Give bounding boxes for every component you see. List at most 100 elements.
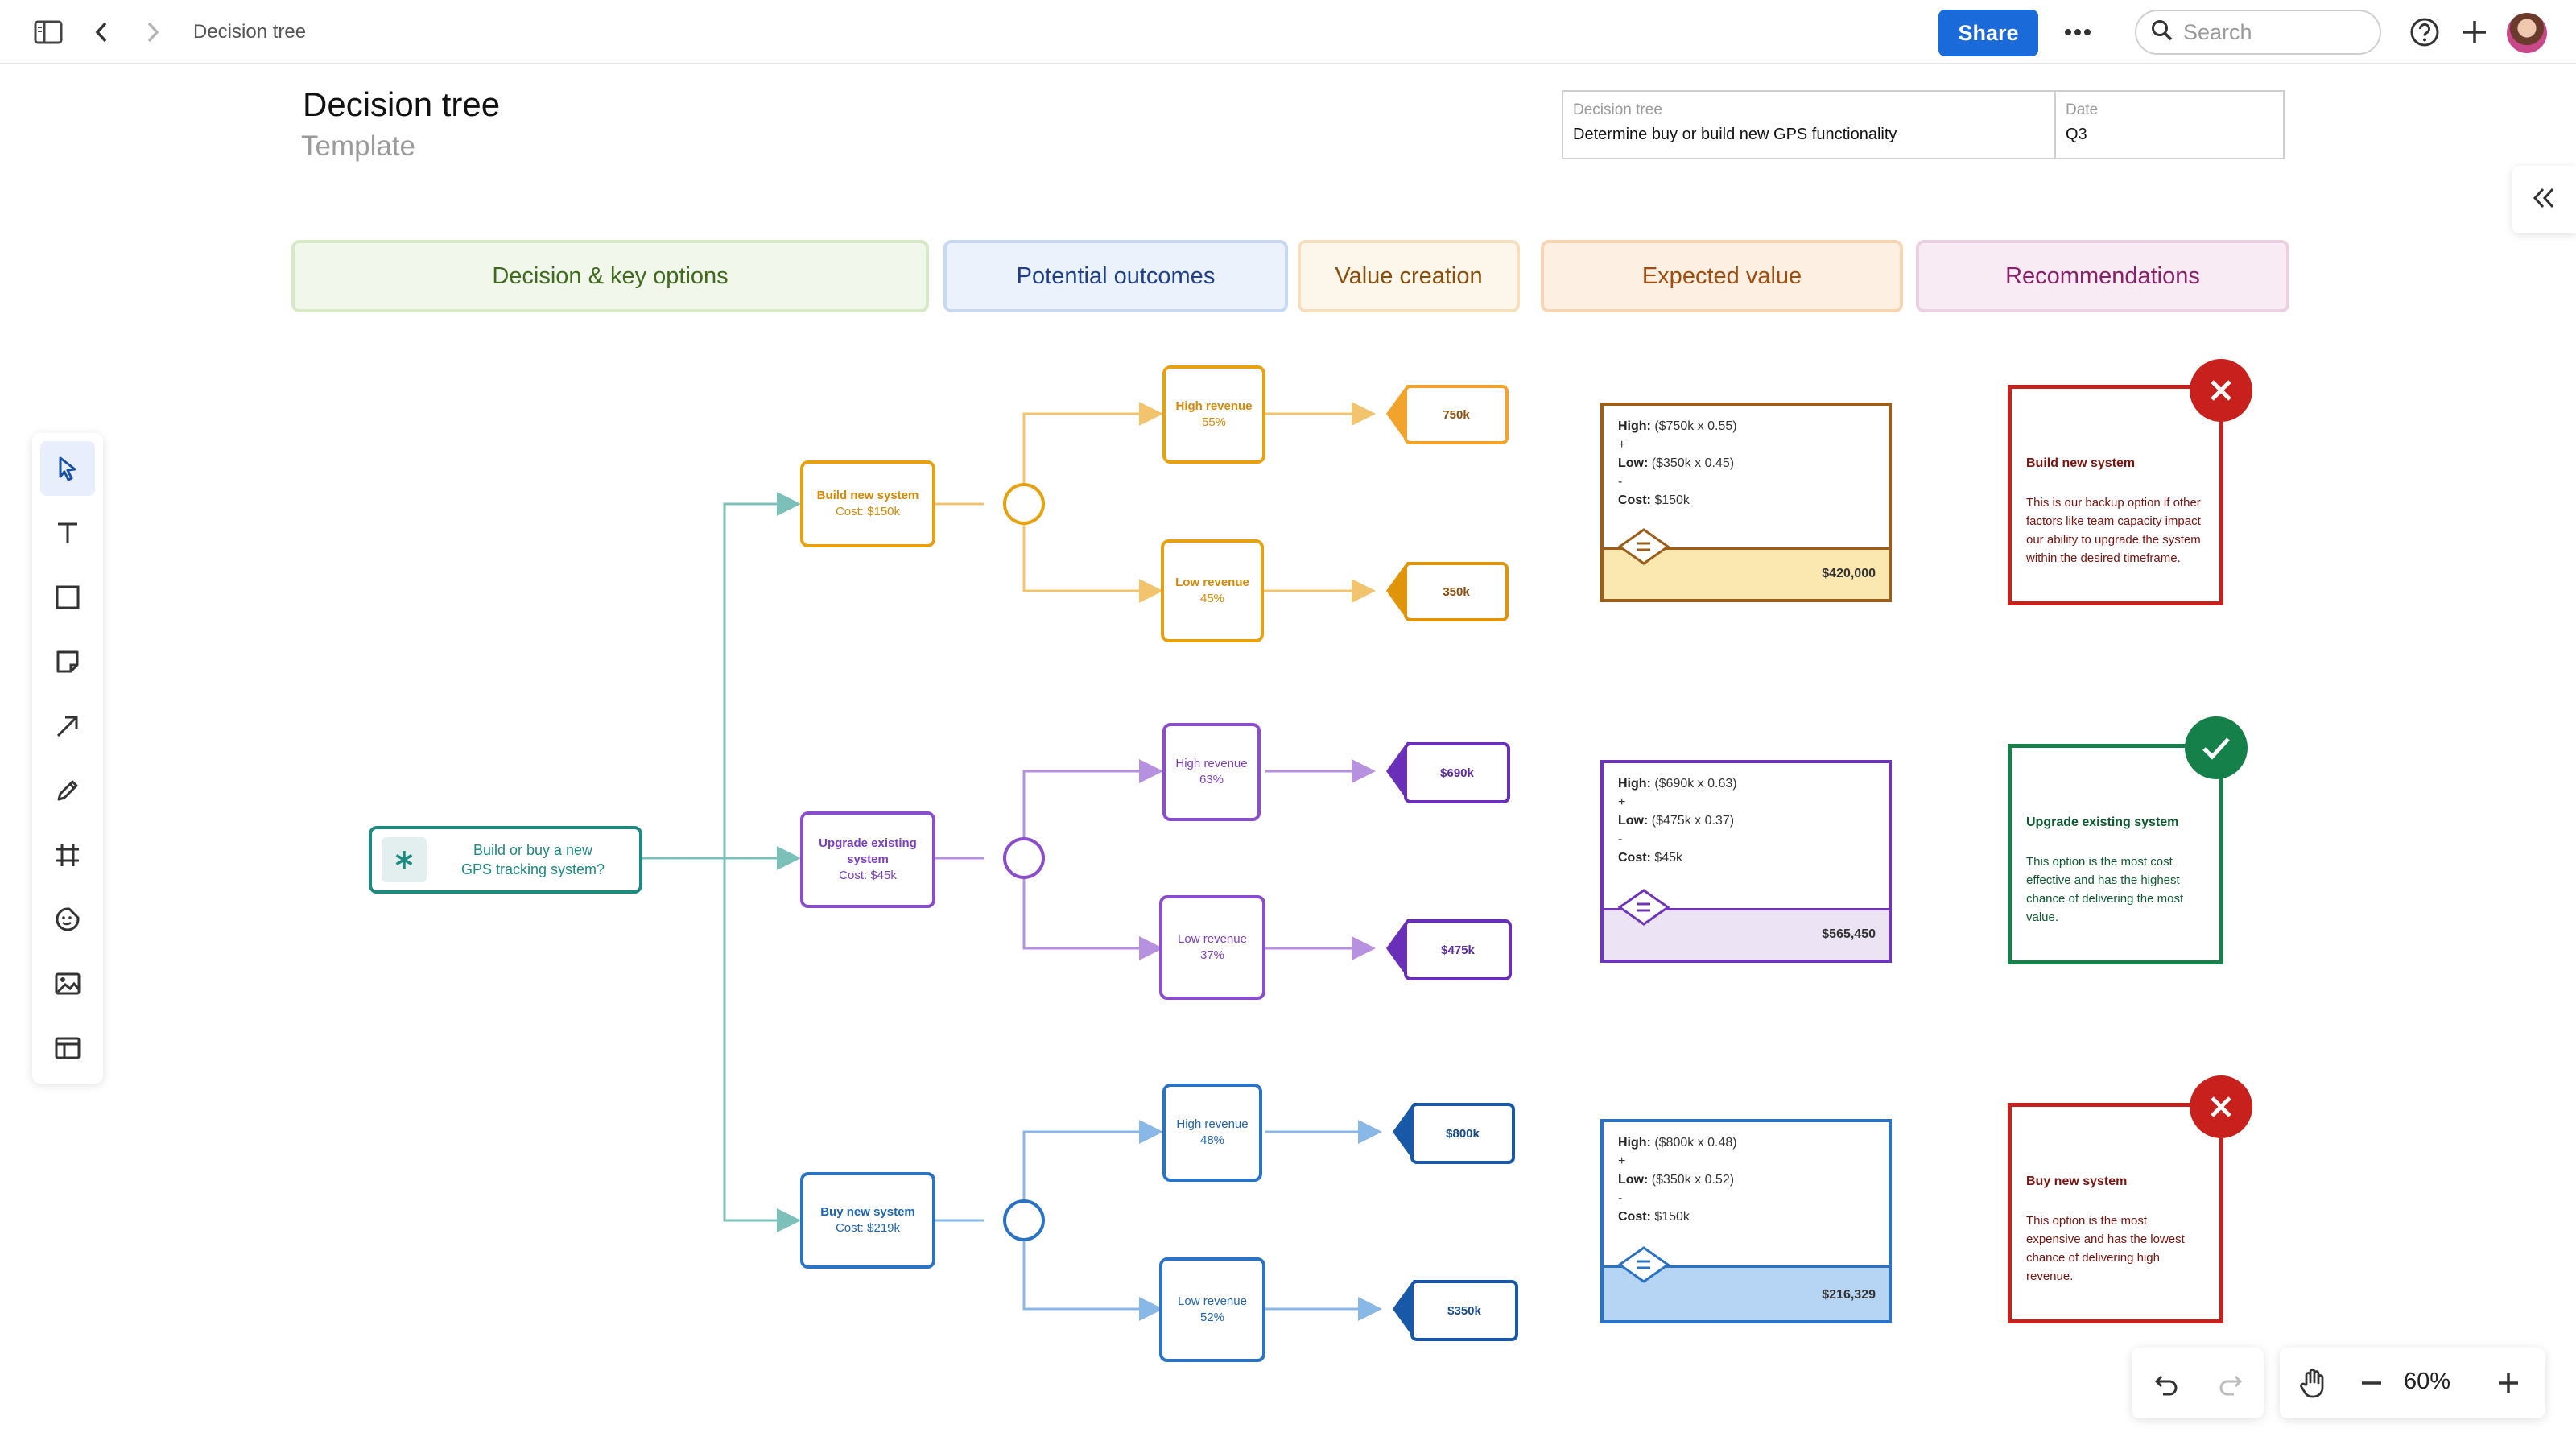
outcome-label: High revenue	[1175, 399, 1253, 413]
rejected-badge	[2190, 1075, 2252, 1138]
chance-node	[1003, 1199, 1045, 1241]
column-header-value-creation[interactable]: Value creation	[1298, 240, 1520, 312]
asterisk-icon	[382, 837, 427, 882]
option-name: Buy new system	[820, 1205, 915, 1219]
double-chevron-left-icon	[2531, 186, 2557, 214]
outcome-node-low[interactable]: Low revenue 52%	[1159, 1257, 1265, 1362]
hand-icon[interactable]	[2294, 1364, 2333, 1402]
search-icon	[2151, 19, 2174, 46]
outcome-pct: 52%	[1199, 1311, 1225, 1324]
x-icon	[2211, 1096, 2231, 1117]
option-node-buy[interactable]: Buy new system Cost: $219k	[800, 1172, 935, 1269]
avatar[interactable]	[2507, 13, 2547, 53]
add-icon[interactable]	[2457, 14, 2492, 50]
ev-minus: -	[1618, 832, 1623, 846]
outcome-node-low[interactable]: Low revenue 45%	[1161, 539, 1264, 642]
column-header-outcomes[interactable]: Potential outcomes	[943, 240, 1288, 312]
outcome-pct: 55%	[1201, 415, 1227, 429]
recommendation-card-build[interactable]: Build new system This is our backup opti…	[2008, 385, 2223, 605]
recommendation-body: This option is the most expensive and ha…	[2026, 1214, 2185, 1283]
shape-tool[interactable]	[40, 570, 95, 625]
outcome-pct: 45%	[1199, 592, 1225, 605]
root-connectors	[642, 492, 801, 1232]
redo-icon[interactable]	[2212, 1365, 2248, 1401]
outcome-pct: 63%	[1199, 773, 1224, 786]
search-input[interactable]	[2183, 19, 2360, 45]
expected-value-box-upgrade[interactable]: High: ($690k x 0.63) + Low: ($475k x 0.3…	[1600, 760, 1892, 963]
sidebar-toggle-icon[interactable]	[31, 16, 66, 48]
root-question-line1: Build or buy a new	[473, 842, 593, 858]
ev-plus: +	[1618, 1154, 1626, 1168]
undo-icon[interactable]	[2149, 1365, 2185, 1401]
column-header-decision[interactable]: Decision & key options	[291, 240, 929, 312]
outcome-label: Low revenue	[1178, 932, 1247, 946]
share-button[interactable]: Share	[1938, 10, 2038, 56]
image-tool[interactable]	[40, 956, 95, 1011]
info-card[interactable]: Decision tree Determine buy or build new…	[1562, 90, 2285, 159]
outcome-node-high[interactable]: High revenue 55%	[1162, 365, 1265, 464]
date-value: Q3	[2066, 126, 2087, 143]
sticker-tool[interactable]	[40, 892, 95, 947]
ev-high: High: ($690k x 0.63)	[1618, 777, 1737, 791]
value-tag[interactable]: $800k	[1410, 1103, 1515, 1164]
breadcrumb: Decision tree	[193, 21, 307, 43]
recommended-badge	[2185, 716, 2248, 779]
ev-high: High: ($750k x 0.55)	[1618, 419, 1737, 433]
image-icon	[55, 972, 80, 995]
value-tag[interactable]: $350k	[1410, 1280, 1518, 1341]
option-node-build[interactable]: Build new system Cost: $150k	[800, 460, 935, 547]
outcome-label: High revenue	[1175, 757, 1248, 770]
help-icon[interactable]	[2407, 14, 2442, 50]
check-icon	[2202, 737, 2230, 760]
pen-tool[interactable]	[40, 763, 95, 818]
recommendation-title: Upgrade existing system	[2026, 815, 2179, 829]
top-bar: Decision tree Share	[0, 0, 2576, 64]
select-tool[interactable]	[40, 441, 95, 496]
value-tag[interactable]: $690k	[1404, 742, 1510, 803]
frame-icon	[56, 844, 79, 866]
sticker-icon	[56, 907, 80, 931]
outcome-node-high[interactable]: High revenue 63%	[1162, 723, 1261, 821]
ev-high: High: ($800k x 0.48)	[1618, 1136, 1737, 1150]
root-decision-node[interactable]: Build or buy a new GPS tracking system?	[369, 826, 642, 894]
frame-tool[interactable]	[40, 828, 95, 882]
column-header-recommendations[interactable]: Recommendations	[1916, 240, 2289, 312]
zoom-out-icon[interactable]	[2355, 1367, 2388, 1399]
expected-value-box-build[interactable]: High: ($750k x 0.55) + Low: ($350k x 0.4…	[1600, 402, 1892, 602]
outcome-node-low[interactable]: Low revenue 37%	[1159, 895, 1265, 1000]
expected-value-box-buy[interactable]: High: ($800k x 0.48) + Low: ($350k x 0.5…	[1600, 1119, 1892, 1323]
outcome-label: High revenue	[1176, 1117, 1249, 1131]
more-options-icon[interactable]	[2061, 16, 2095, 48]
value-tag[interactable]: $475k	[1404, 919, 1512, 980]
sticky-note-tool[interactable]	[40, 634, 95, 689]
outcome-label: Low revenue	[1178, 1294, 1247, 1308]
recommendation-card-buy[interactable]: Buy new system This option is the most e…	[2008, 1103, 2223, 1323]
buy-branch-connectors	[935, 1120, 1382, 1321]
arrow-icon	[56, 716, 78, 737]
collapse-panel-button[interactable]	[2512, 166, 2576, 233]
ev-total: $565,450	[1822, 927, 1876, 941]
connector-tool[interactable]	[40, 699, 95, 753]
table-tool[interactable]	[40, 1021, 95, 1075]
option-cost: Cost: $219k	[835, 1221, 901, 1235]
value-tag[interactable]: 750k	[1404, 385, 1509, 444]
cursor-icon	[59, 456, 76, 481]
back-icon[interactable]	[87, 16, 116, 48]
zoom-in-icon[interactable]	[2492, 1367, 2524, 1399]
value-tag[interactable]: 350k	[1404, 562, 1509, 621]
column-header-expected-value[interactable]: Expected value	[1541, 240, 1903, 312]
zoom-level[interactable]: 60%	[2404, 1368, 2451, 1394]
build-branch-connectors	[935, 402, 1376, 603]
option-node-upgrade[interactable]: Upgrade existing system Cost: $45k	[800, 811, 935, 908]
x-icon	[2211, 380, 2231, 401]
recommendation-card-upgrade[interactable]: Upgrade existing system This option is t…	[2008, 744, 2223, 964]
ev-minus: -	[1618, 1191, 1623, 1205]
forward-icon[interactable]	[138, 16, 167, 48]
text-tool[interactable]	[40, 506, 95, 560]
sticky-note-icon	[56, 650, 79, 673]
outcome-node-high[interactable]: High revenue 48%	[1162, 1084, 1262, 1182]
equals-diamond-icon	[1618, 889, 1670, 926]
search-box[interactable]	[2135, 10, 2381, 55]
option-name: Upgrade existing system	[819, 836, 917, 866]
ev-total: $216,329	[1822, 1288, 1876, 1302]
